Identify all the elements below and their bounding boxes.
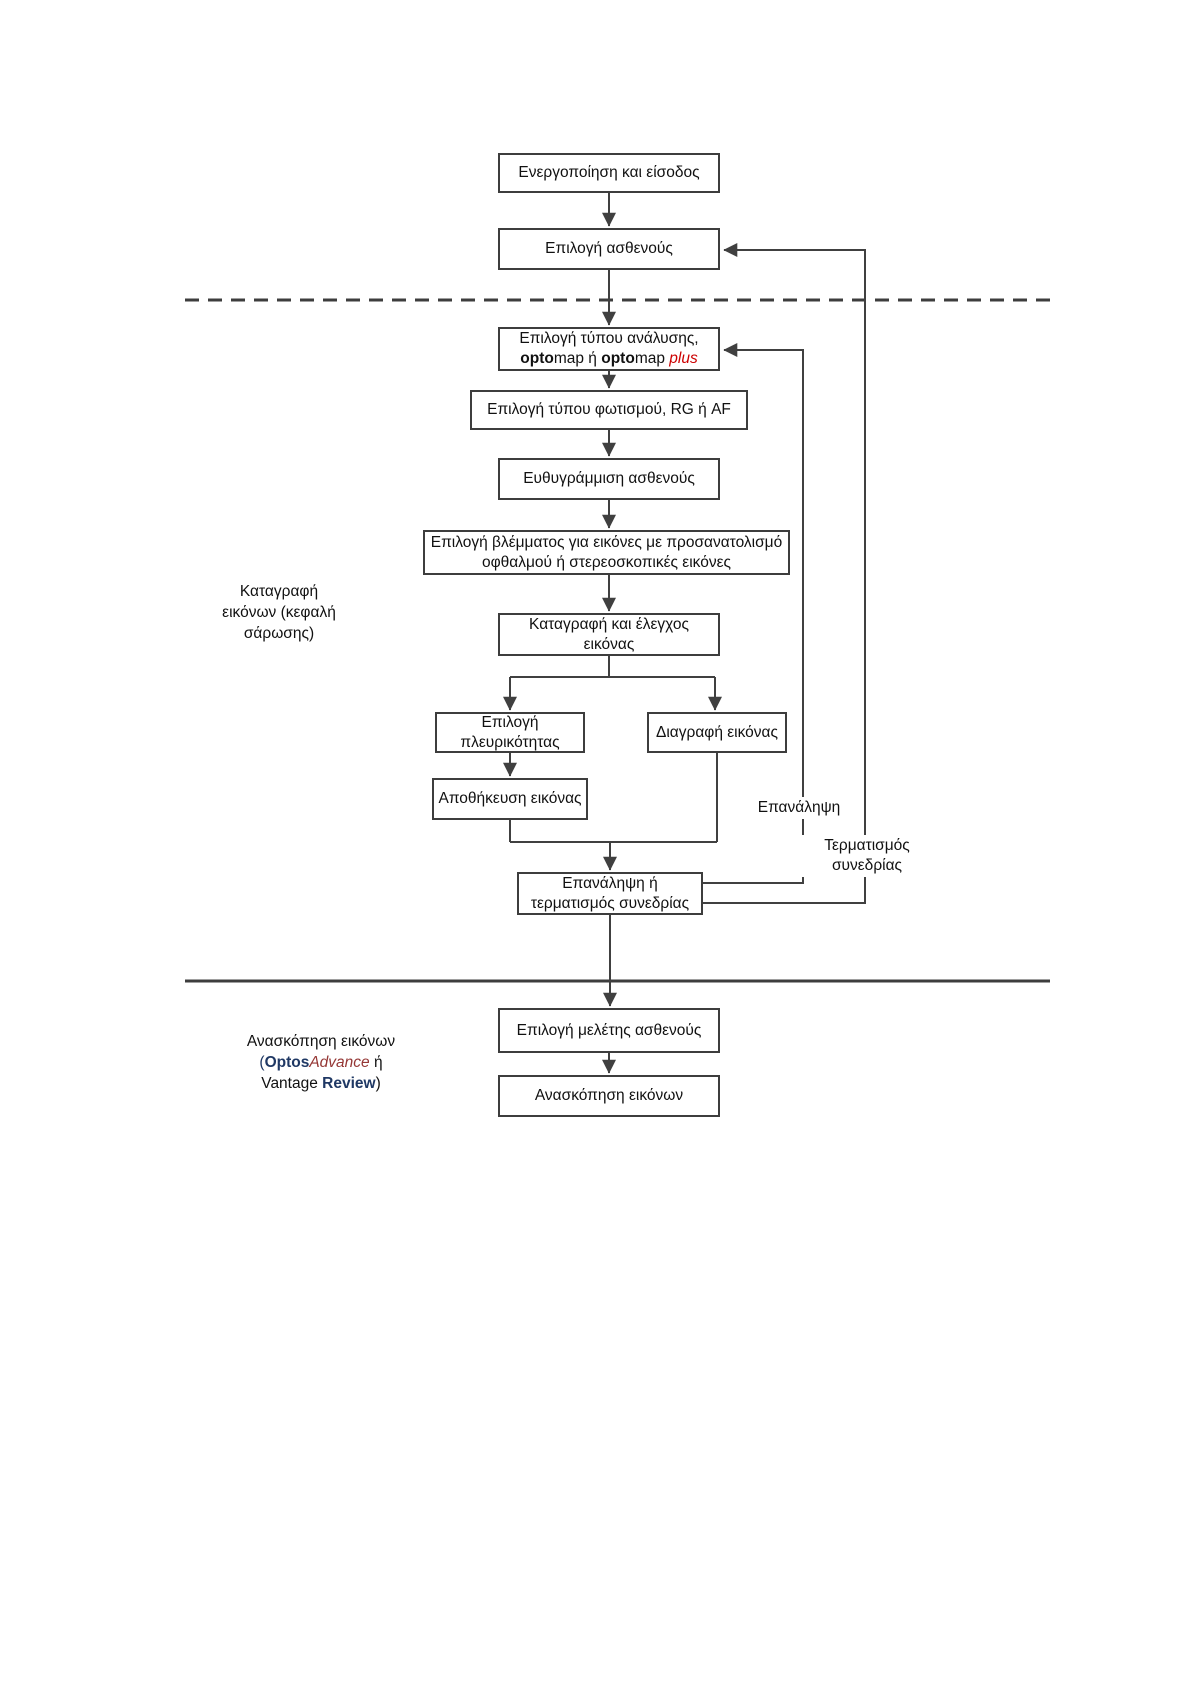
flow-box-capture-check: Καταγραφή και έλεγχος εικόνας: [498, 613, 720, 656]
or-text: ή: [369, 1054, 383, 1071]
flow-box-repeat-or-end: Επανάληψη ή τερματισμός συνεδρίας: [517, 872, 703, 915]
flow-box-illumination-type: Επιλογή τύπου φωτισμού, RG ή AF: [470, 390, 748, 430]
flow-box-label-line2: πλευρικότητας: [460, 733, 560, 751]
flow-box-label-line2: εικόνας: [583, 635, 635, 653]
flow-box-label: Επιλογή τύπου φωτισμού, RG ή AF: [487, 401, 731, 418]
optomap-brand-rest: map ή: [553, 350, 602, 367]
flow-box-label-line2: τερματισμός συνεδρίας: [530, 894, 690, 912]
flow-box-review-images: Ανασκόπηση εικόνων: [498, 1075, 720, 1117]
flow-box-label-line1: Επιλογή βλέμματος για εικόνες με προσανα…: [430, 533, 783, 551]
flow-box-label-line1: Καταγραφή και έλεγχος: [529, 615, 689, 633]
section-label-review: Ανασκόπηση εικόνων (OptosAdvance ή Vanta…: [225, 1031, 417, 1094]
flow-box-select-patient: Επιλογή ασθενούς: [498, 228, 720, 270]
paren-open: (: [259, 1054, 265, 1071]
flow-box-label: Διαγραφή εικόνας: [656, 723, 778, 741]
edge-label-repeat: Επανάληψη: [740, 797, 858, 819]
section-label-line: Ανασκόπηση εικόνων: [246, 1033, 396, 1050]
edge-label-end-session: Τερματισμός συνεδρίας: [801, 835, 933, 877]
review-brand: Review: [322, 1075, 376, 1092]
flow-box-label: Επιλογή μελέτης ασθενούς: [516, 1021, 702, 1039]
flow-box-label: Ενεργοποίηση και είσοδος: [518, 164, 700, 181]
flow-box-label: Ανασκόπηση εικόνων: [534, 1087, 684, 1104]
flow-box-patient-alignment: Ευθυγράμμιση ασθενούς: [498, 458, 720, 500]
connector-end-session-loop: [703, 243, 866, 904]
flow-box-delete-image: Διαγραφή εικόνας: [647, 712, 787, 753]
edge-label-line: συνεδρίας: [831, 857, 903, 874]
flow-box-label-line1: Επιλογή τύπου ανάλυσης,: [519, 330, 699, 347]
section-label-line: σάρωσης): [243, 625, 315, 642]
advance-brand: Advance: [309, 1054, 370, 1071]
optos-brand: Optos: [264, 1054, 310, 1071]
optomap-brand-bold: opto: [601, 350, 635, 367]
optomap-plus-accent: plus: [669, 350, 698, 367]
flow-box-label-line1: Επιλογή: [481, 713, 539, 731]
flow-box-save-image: Αποθήκευση εικόνας: [432, 778, 588, 820]
optomap-brand-rest: map: [634, 350, 670, 367]
section-label-line: εικόνων (κεφαλή: [222, 604, 336, 621]
flow-box-label-line1: Επανάληψη ή: [562, 874, 658, 892]
connector-repeat-loop: [703, 343, 804, 884]
vantage-brand: Vantage: [261, 1075, 323, 1092]
flow-box-analysis-type: Επιλογή τύπου ανάλυσης, optomap ή optoma…: [498, 327, 720, 371]
flow-box-label: Αποθήκευση εικόνας: [438, 790, 582, 807]
edge-label-line: Τερματισμός: [824, 837, 910, 854]
flow-box-select-study: Επιλογή μελέτης ασθενούς: [498, 1008, 720, 1053]
section-label-brand-line: Vantage Review): [225, 1073, 417, 1094]
flow-box-label-line2: optomap ή optomap plus: [520, 349, 697, 369]
flow-box-gaze-selection: Επιλογή βλέμματος για εικόνες με προσανα…: [423, 530, 790, 575]
flow-box-label: Επιλογή ασθενούς: [545, 240, 673, 257]
flow-box-laterality: Επιλογή πλευρικότητας: [435, 712, 585, 753]
flow-box-label-line2: οφθαλμού ή στερεοσκοπικές εικόνες: [482, 553, 731, 571]
section-label-line: Καταγραφή: [239, 583, 319, 600]
optomap-brand-bold: opto: [520, 350, 554, 367]
section-label-brand-line: (OptosAdvance ή: [225, 1052, 417, 1073]
paren-close: ): [375, 1075, 381, 1092]
flow-box-power-login: Ενεργοποίηση και είσοδος: [498, 153, 720, 193]
section-label-capture: Καταγραφή εικόνων (κεφαλή σάρωσης): [195, 581, 363, 644]
flow-box-label: Ευθυγράμμιση ασθενούς: [523, 470, 695, 487]
